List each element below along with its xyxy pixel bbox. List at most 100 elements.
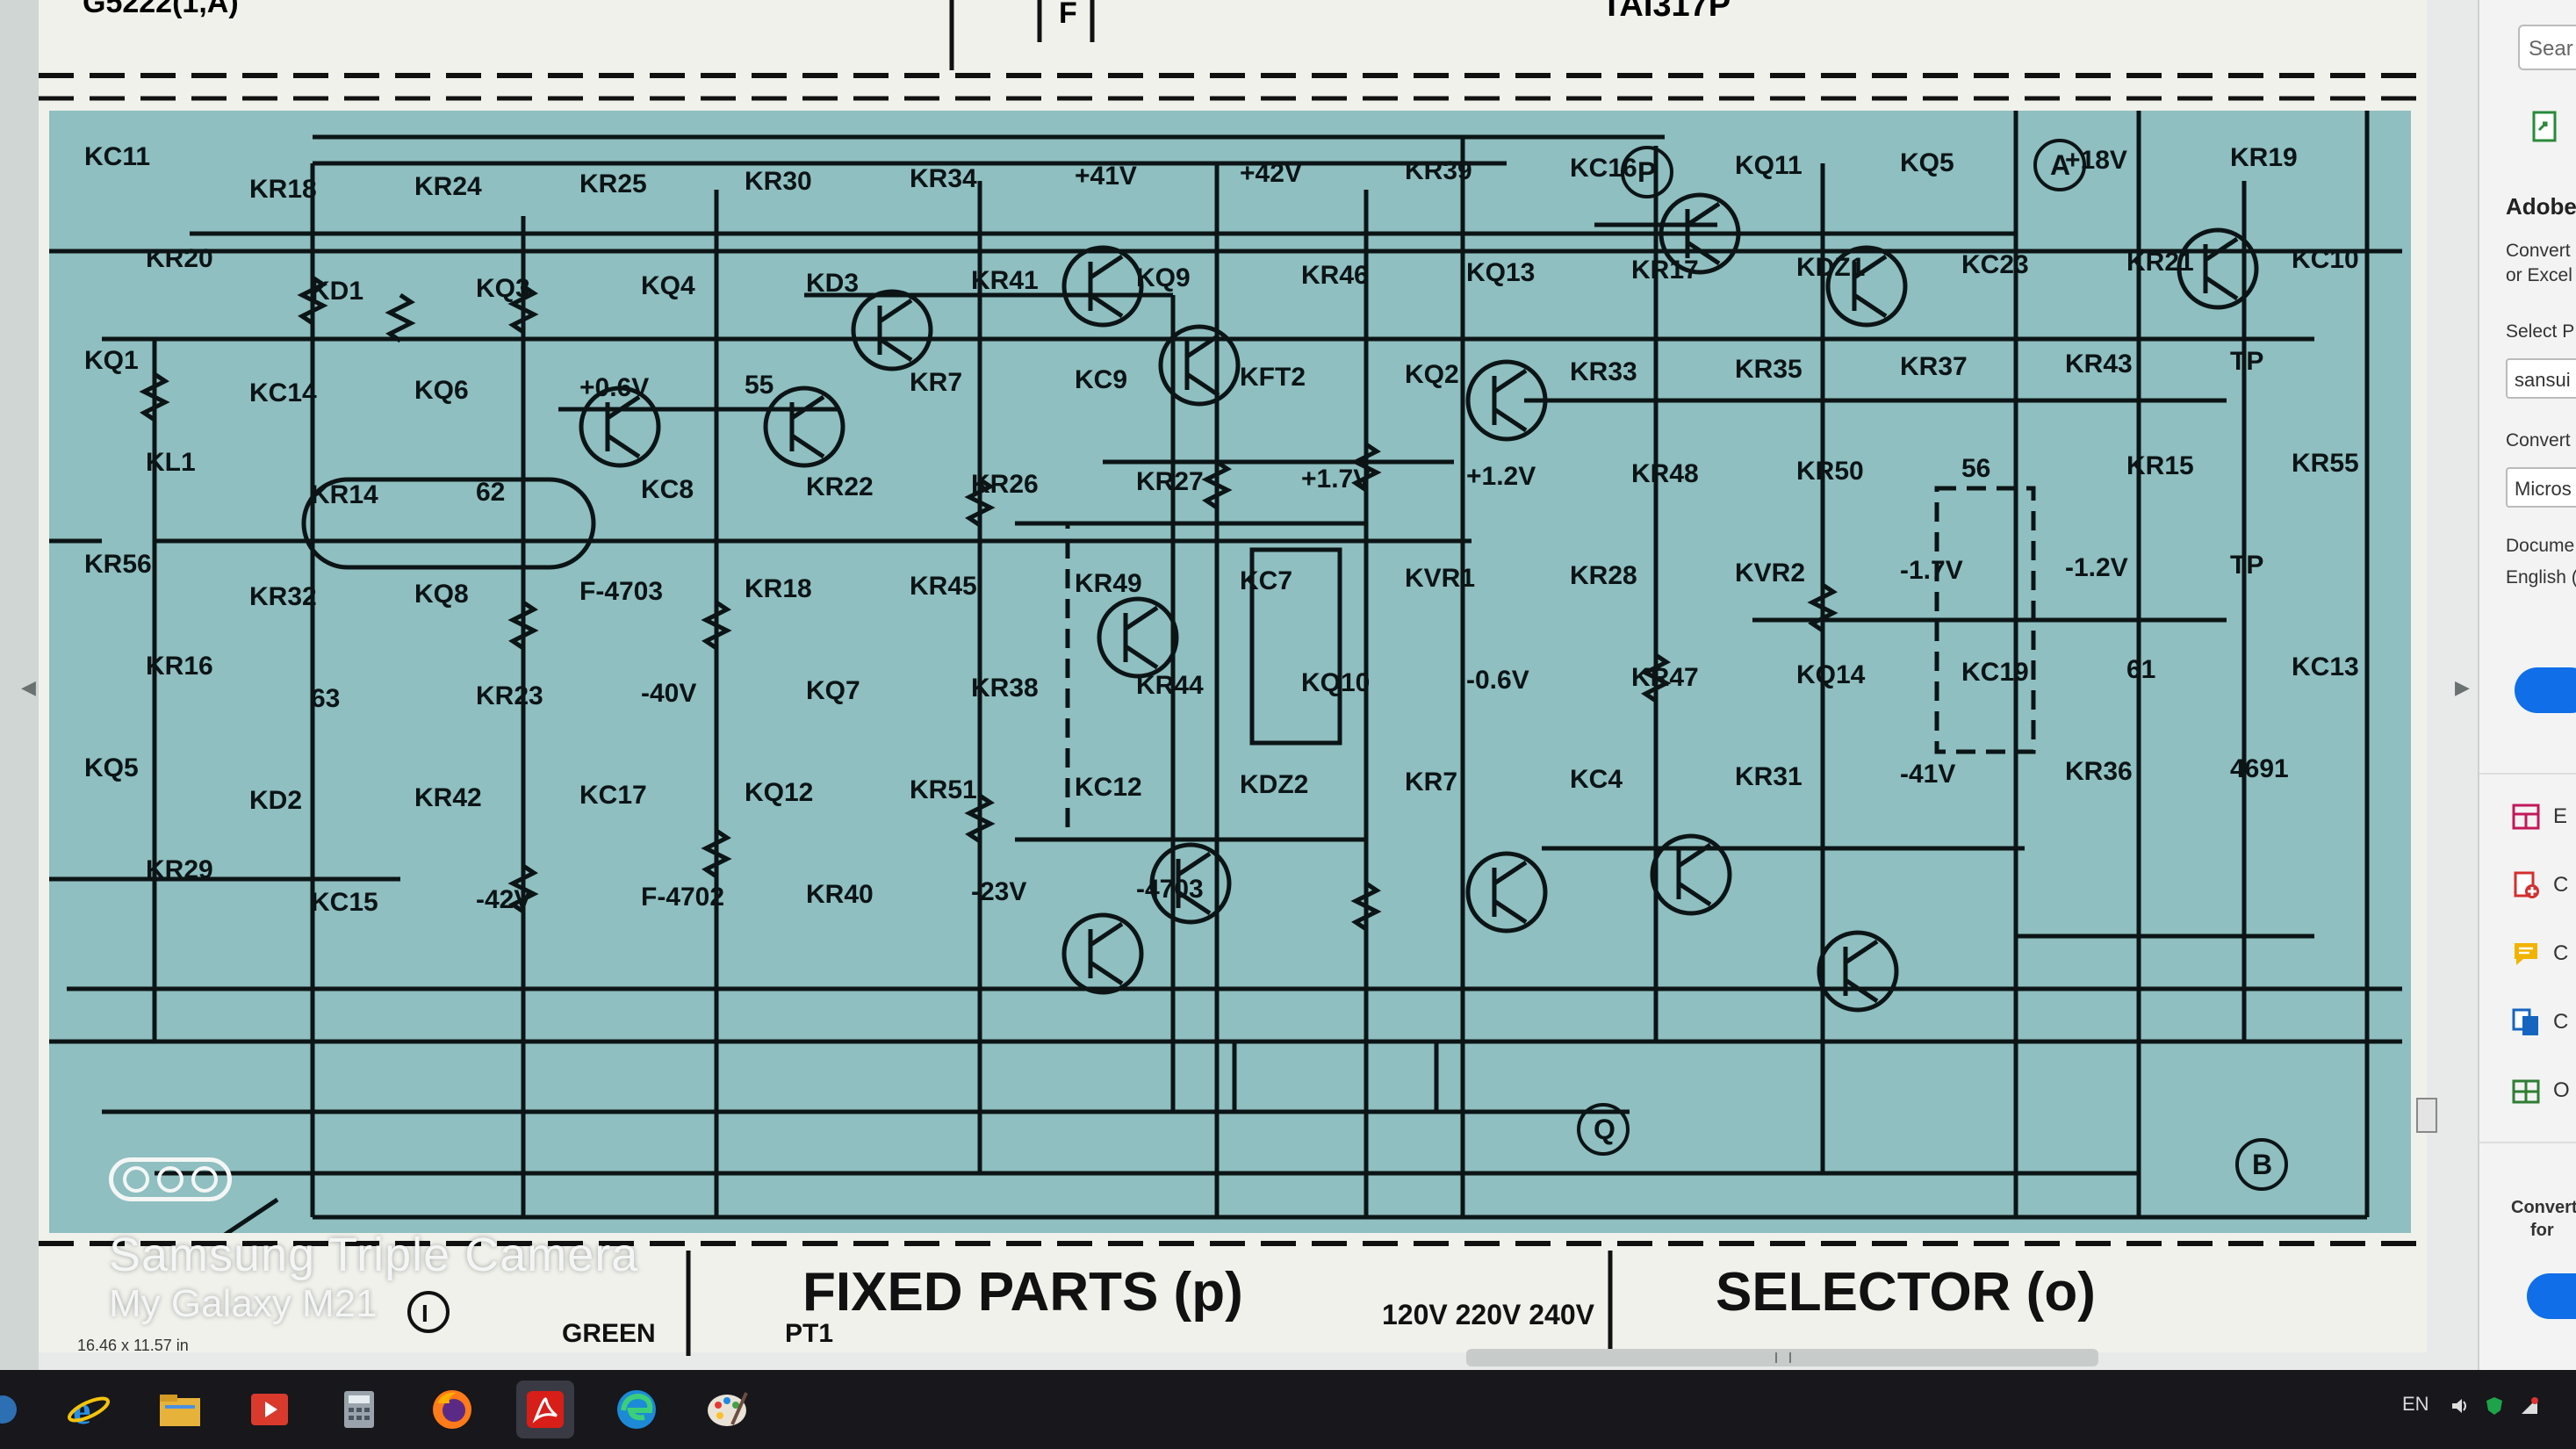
component-label: KQ6 — [414, 376, 469, 405]
component-label: KR36 — [2065, 757, 2133, 786]
component-label: KR38 — [971, 674, 1039, 703]
component-label: KQ3 — [476, 274, 530, 303]
node-marker-i-label: I — [421, 1300, 428, 1327]
transistor-collector — [1089, 921, 1124, 948]
camera-watermark-brand: Samsung Triple Camera — [109, 1229, 639, 1281]
component-label: KR28 — [1570, 561, 1637, 590]
resistor-symbol — [964, 477, 996, 528]
transistor-outline — [1158, 324, 1241, 407]
node-marker — [1577, 1103, 1630, 1156]
component-label: +1.7V — [1301, 465, 1371, 494]
horizontal-scrollbar[interactable] — [1466, 1349, 2098, 1366]
component-label: -23V — [971, 877, 1026, 906]
network-icon[interactable] — [2520, 1396, 2539, 1416]
component-label: KQ10 — [1301, 668, 1370, 697]
export-pdf-icon[interactable] — [2530, 111, 2562, 146]
component-label: KQ1 — [84, 346, 139, 375]
transistor-emitter — [1124, 644, 1159, 670]
header-fragment-f: F — [1059, 0, 1077, 30]
media-player-icon[interactable] — [241, 1381, 299, 1438]
transistor-outline — [1650, 833, 1732, 916]
transistor-emitter — [1677, 881, 1712, 907]
transistor-symbol — [1061, 245, 1144, 328]
selected-file-field[interactable]: sansui — [2506, 358, 2576, 399]
internet-explorer-icon[interactable]: e — [60, 1381, 118, 1438]
resistor-symbol — [1350, 442, 1382, 493]
component-label: KR7 — [1405, 768, 1457, 797]
transistor-symbol — [1149, 842, 1232, 925]
tool-create-pdf[interactable]: C — [2511, 868, 2568, 903]
node-marker-i — [407, 1291, 450, 1333]
create-pdf-icon — [2514, 871, 2539, 898]
component-label: -1.7V — [1900, 556, 1963, 585]
collapse-left-arrow-icon[interactable]: ◀ — [21, 676, 36, 698]
component-label: KR29 — [146, 855, 213, 884]
transistor-symbol — [1825, 245, 1908, 328]
paint-icon[interactable] — [699, 1381, 757, 1438]
component-label: TP — [2230, 551, 2263, 580]
tool-label: C — [2553, 1010, 2569, 1034]
component-label: KVR2 — [1735, 559, 1805, 588]
adobe-acrobat-icon[interactable] — [516, 1381, 574, 1438]
document-language-select[interactable]: English ( — [2506, 567, 2576, 588]
pt1-label: PT1 — [785, 1319, 833, 1348]
header-fragment-g5222: G5222(1,A) — [83, 0, 239, 19]
language-indicator[interactable]: EN — [2402, 1393, 2429, 1415]
tool-combine-files[interactable]: C — [2511, 1005, 2568, 1040]
expand-right-panel-arrow-icon[interactable]: ▶ — [2455, 676, 2470, 698]
component-label: KR47 — [1631, 663, 1699, 692]
vertical-scroll-grip[interactable] — [2416, 1098, 2437, 1133]
convert-footer-button[interactable] — [2527, 1273, 2576, 1319]
component-label: +18V — [2065, 146, 2127, 175]
transistor-outline — [1465, 359, 1548, 442]
tool-comment[interactable]: C — [2511, 936, 2568, 971]
convert-button[interactable] — [2515, 667, 2576, 713]
component-label: 62 — [476, 478, 505, 507]
file-explorer-icon[interactable] — [151, 1381, 209, 1438]
component-label: KC19 — [1961, 658, 2029, 687]
component-label: KQ4 — [641, 271, 695, 300]
transistor-outline — [851, 289, 933, 371]
component-label: KL1 — [146, 448, 196, 477]
component-label: KR30 — [745, 167, 812, 196]
schematic-wire — [223, 1197, 279, 1233]
transistor-collector — [606, 394, 641, 421]
component-label: TP — [2230, 347, 2263, 376]
resistor-symbol — [964, 793, 996, 844]
transistor-emitter — [1853, 292, 1888, 319]
component-label: KR35 — [1735, 355, 1802, 384]
component-label: KQ7 — [806, 676, 860, 705]
component-label: KDZ1 — [1796, 253, 1865, 282]
search-input[interactable]: Sear — [2518, 25, 2576, 70]
resistor-symbol — [507, 600, 539, 651]
component-label: KR40 — [806, 880, 874, 909]
transistor-outline — [2177, 227, 2259, 310]
calculator-icon[interactable] — [330, 1381, 388, 1438]
component-label: KR16 — [146, 652, 213, 681]
transistor-collector — [2204, 236, 2239, 263]
component-label: KR33 — [1570, 357, 1637, 386]
component-label: KR42 — [414, 783, 482, 812]
transistor-outline — [1097, 596, 1179, 679]
start-button[interactable] — [0, 1381, 32, 1438]
volume-icon[interactable] — [2450, 1396, 2469, 1416]
component-label: +41V — [1075, 162, 1137, 191]
resistor-symbol — [701, 828, 732, 879]
transistor-collector — [878, 298, 913, 324]
transistor-collector — [790, 394, 825, 421]
fixed-parts-title: FIXED PARTS (p) — [802, 1262, 1243, 1323]
transistor-emitter — [790, 433, 825, 459]
firefox-icon[interactable] — [423, 1381, 481, 1438]
convert-to-select[interactable]: Micros — [2506, 467, 2576, 508]
tool-edit-pdf[interactable]: E — [2511, 799, 2567, 834]
security-shield-icon[interactable] — [2485, 1396, 2504, 1416]
component-label: +42V — [1240, 159, 1302, 188]
transistor-outline — [1061, 912, 1144, 995]
edge-icon[interactable] — [608, 1381, 666, 1438]
scrollbar-grip-icon[interactable] — [1775, 1352, 1791, 1363]
transistor-collector — [1089, 254, 1124, 280]
tool-organize-pages[interactable]: O — [2511, 1073, 2570, 1108]
convert-footer-line-1: Convert — [2511, 1198, 2576, 1217]
